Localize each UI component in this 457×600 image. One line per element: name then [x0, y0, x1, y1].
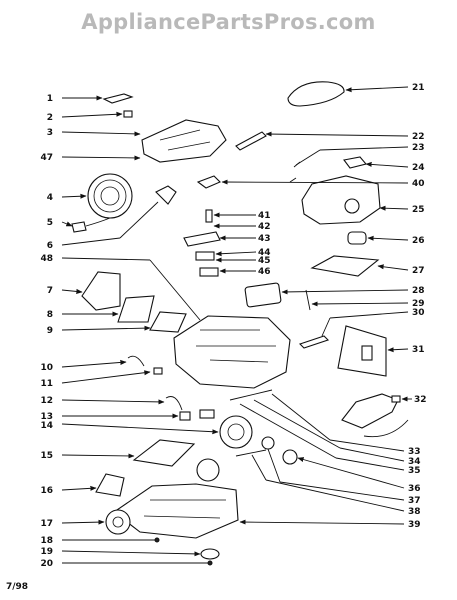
callout-33: 33 — [408, 447, 421, 457]
part-6-switch — [155, 185, 177, 205]
part-19-caster — [200, 548, 220, 560]
callout-2: 2 — [47, 113, 53, 123]
part-33-nozzle — [341, 393, 399, 429]
part-43-plate — [183, 231, 221, 247]
callout-8: 8 — [47, 310, 53, 320]
callout-22: 22 — [412, 132, 425, 142]
callout-10: 10 — [40, 363, 53, 373]
callout-37: 37 — [408, 496, 421, 506]
callout-19: 19 — [40, 547, 53, 557]
part-15-pad — [132, 439, 196, 467]
part-29-rod — [305, 289, 311, 311]
callout-41: 41 — [258, 211, 271, 221]
callout-34: 34 — [408, 457, 421, 467]
part-27-filter — [310, 255, 380, 277]
callout-25: 25 — [412, 205, 425, 215]
callout-27: 27 — [412, 266, 425, 276]
callout-16: 16 — [40, 486, 53, 496]
callout-40: 40 — [412, 179, 425, 189]
callout-21: 21 — [412, 83, 425, 93]
part-4-cord-reel — [87, 173, 133, 219]
callout-9: 9 — [47, 326, 53, 336]
part-8-filter — [117, 295, 155, 323]
callout-1: 1 — [47, 94, 53, 104]
part-41-spring — [205, 209, 213, 223]
callout-32: 32 — [414, 395, 427, 405]
footer-code: 7/98 — [6, 582, 29, 592]
watermark: AppliancePartsPros.com — [81, 10, 376, 34]
callout-14: 14 — [40, 421, 53, 431]
part-17-wheel — [105, 509, 131, 535]
part-44-bracket — [195, 251, 215, 261]
callout-18: 18 — [40, 536, 53, 546]
callout-43: 43 — [258, 234, 271, 244]
part-22-rod — [235, 131, 267, 151]
callout-35: 35 — [408, 466, 421, 476]
callout-3: 3 — [47, 128, 53, 138]
part-16-cover — [95, 473, 125, 497]
callout-17: 17 — [40, 519, 53, 529]
callout-15: 15 — [40, 451, 53, 461]
part-9-filter — [149, 311, 187, 333]
callout-20: 20 — [40, 559, 53, 569]
part-2-clip — [123, 110, 133, 118]
part-30-bar — [298, 335, 330, 349]
callout-48: 48 — [40, 254, 53, 264]
callout-26: 26 — [412, 236, 425, 246]
part-40-handle — [196, 175, 221, 189]
callout-47: 47 — [40, 153, 53, 163]
part-7-frame — [81, 271, 121, 311]
part-14-motor — [219, 415, 253, 449]
part-1-clip — [102, 93, 134, 104]
callout-44: 44 — [258, 248, 271, 258]
callout-45: 45 — [258, 256, 271, 266]
callout-28: 28 — [412, 286, 425, 296]
callout-5: 5 — [47, 218, 53, 228]
callout-42: 42 — [258, 222, 271, 232]
callout-36: 36 — [408, 484, 421, 494]
callout-6: 6 — [47, 241, 53, 251]
part-47-top-cover — [141, 119, 227, 163]
part-48-main-body — [173, 315, 291, 389]
callout-13: 13 — [40, 412, 53, 422]
callout-23: 23 — [412, 143, 425, 153]
part-26-cap — [347, 231, 367, 245]
callout-29: 29 — [412, 299, 425, 309]
callout-4: 4 — [47, 193, 53, 203]
callout-31: 31 — [412, 345, 425, 355]
callout-7: 7 — [47, 286, 53, 296]
part-24-latch — [343, 156, 367, 169]
part-5-plug — [71, 221, 87, 233]
part-21-hood — [287, 81, 345, 107]
callout-46: 46 — [258, 267, 271, 277]
callout-39: 39 — [408, 520, 421, 530]
callout-11: 11 — [40, 379, 53, 389]
callout-38: 38 — [408, 507, 421, 517]
part-46-bracket — [199, 267, 219, 277]
callout-30: 30 — [412, 308, 425, 318]
callout-24: 24 — [412, 163, 425, 173]
part-28-pad — [244, 282, 282, 308]
part-39-base — [113, 483, 239, 539]
callout-12: 12 — [40, 396, 53, 406]
